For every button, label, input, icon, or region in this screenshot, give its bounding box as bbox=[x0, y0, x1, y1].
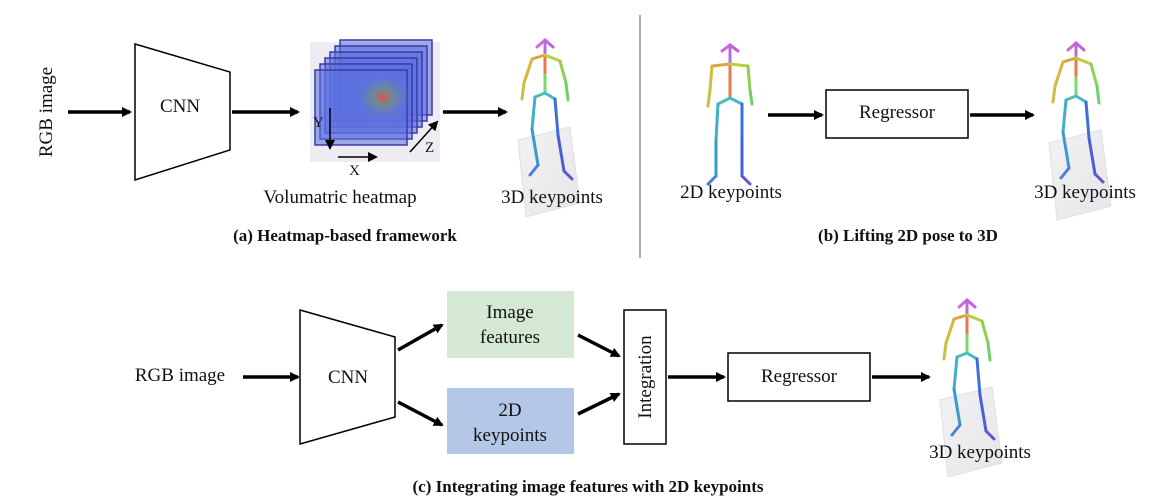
panel-c-integration: RGB image CNN Image features 2D keypoint… bbox=[135, 291, 1031, 496]
panel-b-lifting: 2D keypoints Regressor 3D keypoints (b) … bbox=[680, 41, 1136, 245]
panel-c-cnn-label: CNN bbox=[328, 367, 368, 388]
panel-b-output-label: 3D keypoints bbox=[1034, 182, 1136, 203]
keypoints-2d-line1: 2D bbox=[498, 400, 521, 421]
panel-a-input-label: RGB image bbox=[36, 67, 57, 157]
panel-c-arrow-to-image-features bbox=[397, 323, 444, 352]
volumetric-heatmap bbox=[310, 39, 440, 162]
keypoints-2d-box bbox=[447, 388, 574, 454]
heatmap-axis-y: Y bbox=[313, 115, 324, 131]
integration-box bbox=[623, 309, 667, 445]
panel-c-input-label: RGB image bbox=[135, 365, 225, 386]
panel-b-caption: (b) Lifting 2D pose to 3D bbox=[818, 226, 998, 245]
panel-a-caption: (a) Heatmap-based framework bbox=[233, 226, 457, 245]
panel-a-cnn-label: CNN bbox=[160, 96, 200, 117]
panel-c-regressor-box bbox=[727, 352, 871, 402]
panel-c-output-label: 3D keypoints bbox=[929, 442, 1031, 463]
panel-c-regressor-label: Regressor bbox=[761, 366, 838, 387]
panel-c-cnn-block bbox=[299, 309, 396, 445]
heatmap-axis-x: X bbox=[349, 163, 360, 179]
panel-c-arrow-to-2d-keypoints bbox=[397, 400, 444, 427]
image-features-box bbox=[447, 291, 574, 358]
panel-c-caption: (c) Integrating image features with 2D k… bbox=[413, 477, 764, 496]
panel-c-arrow-keypoints-to-integration bbox=[577, 392, 621, 416]
image-features-line2: features bbox=[480, 327, 540, 348]
panel-a-output-label: 3D keypoints bbox=[501, 187, 603, 208]
heatmap-axis-z: Z bbox=[425, 140, 434, 156]
panel-c-arrow-features-to-integration bbox=[577, 333, 621, 358]
integration-label: Integration bbox=[635, 335, 656, 419]
panel-b-2d-skeleton bbox=[706, 43, 754, 186]
image-features-line1: Image bbox=[486, 302, 533, 323]
panel-b-regressor-box bbox=[825, 89, 969, 139]
keypoints-2d-line2: keypoints bbox=[473, 425, 547, 446]
panel-a-heatmap-framework: RGB image CNN Y X Z Volumatric heatmap 3… bbox=[36, 38, 603, 245]
panel-a-heatmap-label: Volumatric heatmap bbox=[263, 187, 416, 208]
panel-a-cnn-block bbox=[134, 42, 231, 182]
panel-b-input-label: 2D keypoints bbox=[680, 182, 782, 203]
panel-b-regressor-label: Regressor bbox=[859, 102, 936, 123]
